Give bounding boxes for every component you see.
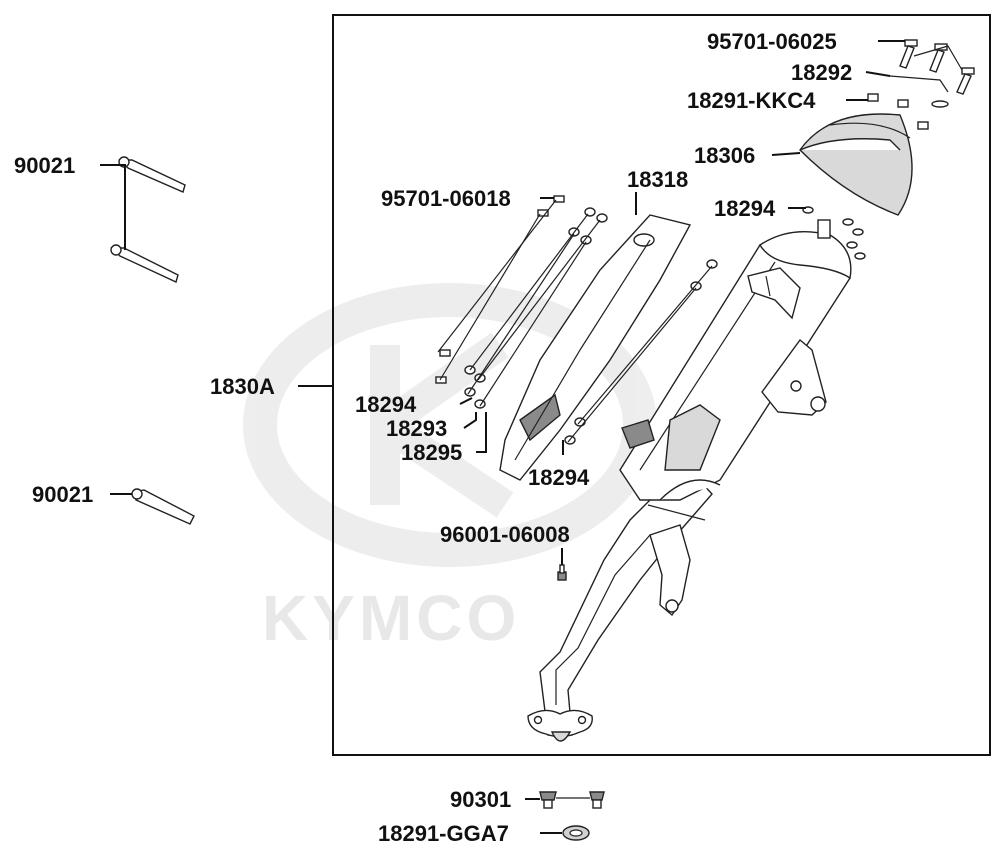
cap-collars bbox=[867, 93, 929, 130]
label-18294-bottom: 18294 bbox=[528, 465, 590, 490]
stud-bolts-upper bbox=[110, 156, 186, 283]
label-90021-mid: 90021 bbox=[32, 482, 93, 507]
hanger-arm bbox=[649, 524, 691, 617]
muffler-mount-bracket bbox=[761, 338, 827, 416]
label-18318: 18318 bbox=[627, 167, 688, 192]
washers-upper bbox=[802, 206, 866, 260]
exhaust-flange bbox=[527, 709, 593, 742]
explosion-lines bbox=[437, 45, 963, 443]
label-90021-top: 90021 bbox=[14, 153, 75, 178]
leader-lines bbox=[100, 40, 905, 834]
label-18294-top: 18294 bbox=[714, 196, 776, 221]
label-18295: 18295 bbox=[401, 440, 462, 465]
gasket-ring bbox=[562, 825, 590, 841]
label-18291-kkc4: 18291-KKC4 bbox=[687, 88, 816, 113]
label-18292: 18292 bbox=[791, 60, 852, 85]
cap-bolts bbox=[899, 39, 975, 95]
heat-shield bbox=[499, 214, 692, 481]
label-18306: 18306 bbox=[694, 143, 755, 168]
clips bbox=[539, 791, 605, 809]
label-18293: 18293 bbox=[386, 416, 447, 441]
stud-bolt-single bbox=[131, 488, 195, 525]
muffler-end-cap bbox=[759, 219, 852, 280]
label-18291-gga7: 18291-GGA7 bbox=[378, 821, 509, 846]
label-96001-06008: 96001-06008 bbox=[440, 522, 570, 547]
label-95701-06018: 95701-06018 bbox=[381, 186, 511, 211]
watermark-text: KYMCO bbox=[262, 582, 520, 654]
cap-gasket bbox=[889, 75, 949, 108]
tail-cap bbox=[799, 113, 913, 216]
label-95701-06025: 95701-06025 bbox=[707, 29, 837, 54]
muffler-small-bracket bbox=[747, 267, 801, 320]
sensor-screw bbox=[557, 564, 567, 581]
label-90301: 90301 bbox=[450, 787, 511, 812]
label-1830a: 1830A bbox=[210, 374, 275, 399]
label-18294-left: 18294 bbox=[355, 392, 417, 417]
sensor-clip bbox=[621, 419, 655, 449]
